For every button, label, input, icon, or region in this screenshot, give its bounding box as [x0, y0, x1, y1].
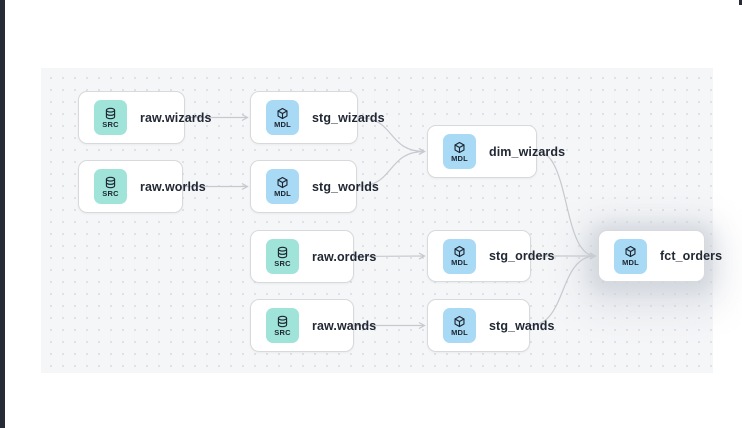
dag-node-stg_wizards[interactable]: MDL stg_wizards: [250, 91, 385, 144]
badge-label: SRC: [274, 258, 291, 268]
dag-node-raw_wizards[interactable]: SRC raw.wizards: [78, 91, 211, 144]
dag-node-stg_orders[interactable]: MDL stg_orders: [427, 230, 555, 282]
dag-node-stg_worlds[interactable]: MDL stg_worlds: [250, 160, 379, 213]
cube-icon: [277, 176, 288, 188]
node-label: stg_orders: [489, 249, 555, 263]
node-label: stg_worlds: [312, 179, 379, 194]
node-type-badge-mdl: MDL: [614, 238, 647, 274]
node-label: raw.wizards: [140, 110, 212, 125]
dag-node-raw_worlds[interactable]: SRC raw.worlds: [78, 160, 206, 213]
node-type-badge-src: SRC: [266, 308, 299, 343]
node-type-badge-src: SRC: [266, 239, 299, 274]
dag-node-raw_wands[interactable]: SRC raw.wands: [250, 299, 376, 352]
node-type-badge-src: SRC: [94, 100, 127, 135]
node-type-badge-mdl: MDL: [443, 238, 476, 274]
database-icon: [277, 246, 288, 259]
node-label: stg_wands: [489, 318, 555, 333]
node-label: dim_wizards: [489, 144, 566, 159]
database-icon: [277, 315, 288, 328]
dag-node-raw_orders[interactable]: SRC raw.orders: [250, 230, 376, 283]
badge-label: MDL: [451, 258, 468, 268]
badge-label: MDL: [451, 327, 468, 337]
node-type-badge-mdl: MDL: [266, 100, 299, 135]
node-type-badge-src: SRC: [94, 169, 127, 204]
badge-label: SRC: [102, 188, 119, 198]
dag-node-stg_wands[interactable]: MDL stg_wands: [427, 299, 554, 352]
cube-icon: [277, 107, 288, 119]
node-label: raw.orders: [312, 249, 377, 264]
corner-artifact: [739, 0, 742, 5]
database-icon: [105, 107, 116, 120]
badge-label: SRC: [102, 119, 119, 129]
badge-label: MDL: [451, 153, 468, 163]
node-label: raw.wands: [312, 318, 377, 333]
cube-icon: [625, 246, 636, 258]
cube-icon: [454, 141, 465, 153]
badge-label: MDL: [622, 258, 639, 268]
badge-label: SRC: [274, 327, 291, 337]
dag-node-dim_wizards[interactable]: MDL dim_wizards: [427, 125, 565, 178]
cube-icon: [454, 315, 465, 327]
node-type-badge-mdl: MDL: [266, 169, 299, 204]
node-type-badge-mdl: MDL: [443, 308, 476, 343]
cube-icon: [454, 246, 465, 258]
node-type-badge-mdl: MDL: [443, 134, 476, 169]
node-label: stg_wizards: [312, 110, 385, 125]
badge-label: MDL: [274, 188, 291, 198]
badge-label: MDL: [274, 119, 291, 129]
database-icon: [105, 176, 116, 189]
window-edge: [0, 0, 5, 428]
node-label: raw.worlds: [140, 179, 206, 194]
dag-node-fct_orders[interactable]: MDL fct_orders: [598, 230, 722, 282]
node-label: fct_orders: [660, 249, 723, 263]
